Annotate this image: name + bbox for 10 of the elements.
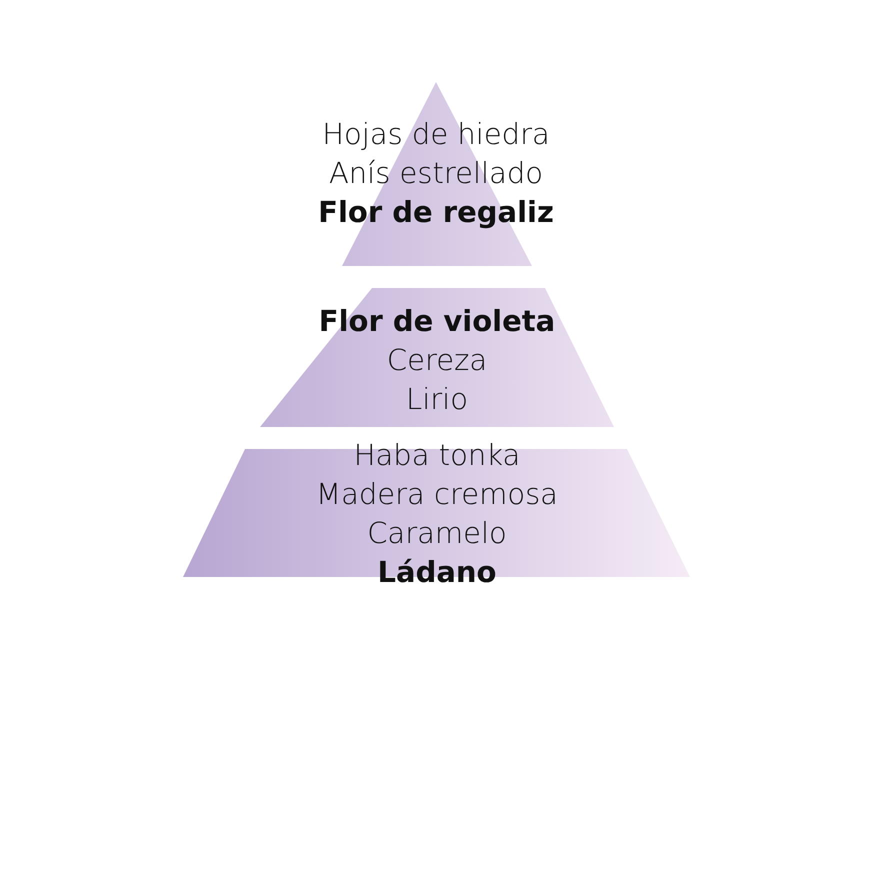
ingredient-text: Haba tonka [354,437,520,474]
ingredient-text: Anís estrellado [328,155,544,192]
ingredient-text: Ládano [378,554,496,591]
ingredient-text: Madera cremosa [316,476,558,513]
ingredient-text: Lirio [406,381,468,418]
ingredient-text: Hojas de hiedra [322,116,550,153]
ingredient-text: Caramelo [367,515,507,552]
ingredient-text: Flor de regaliz [318,194,554,231]
ingredient-text: Flor de violeta [318,303,556,340]
ingredient-text: Cereza [386,342,488,379]
